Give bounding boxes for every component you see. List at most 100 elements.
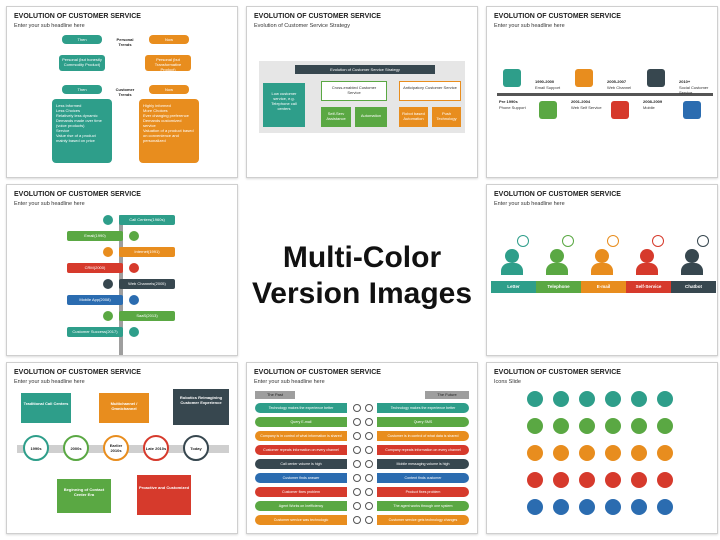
- slide-subtitle: Enter your sub headline here: [254, 379, 325, 385]
- slide-thumb-5[interactable]: EVOLUTION OF CUSTOMER SERVICE Enter your…: [486, 184, 718, 356]
- timeline-year: Pre 1990s: [499, 99, 518, 104]
- slide-thumb-6[interactable]: EVOLUTION OF CUSTOMER SERVICE Enter your…: [6, 362, 238, 534]
- timeline-label: Social Customer Service: [679, 85, 709, 95]
- slide-thumb-3[interactable]: EVOLUTION OF CUSTOMER SERVICE Enter your…: [486, 6, 718, 178]
- timeline-node: Earlier 2010s: [103, 435, 129, 461]
- signpost-icon: [129, 263, 139, 273]
- slide-thumb-7[interactable]: EVOLUTION OF CUSTOMER SERVICE Enter your…: [246, 362, 478, 534]
- top-box-1: Traditional Call Centers: [21, 393, 71, 423]
- bottom-box-2: Proactive and Customized: [137, 475, 191, 515]
- past-row: Technology makes the experience better: [255, 403, 347, 413]
- left-list-2: Relatively less dynamic: [56, 113, 98, 118]
- left-list-4: Service: [56, 128, 70, 133]
- person-body-icon: [546, 263, 568, 275]
- future-row: Query SMS: [377, 417, 469, 427]
- slide-thumb-2[interactable]: EVOLUTION OF CUSTOMER SERVICE Evolution …: [246, 6, 478, 178]
- slide-thumb-8[interactable]: EVOLUTION OF CUSTOMER SERVICE Icons Slid…: [486, 362, 718, 534]
- slide-title: EVOLUTION OF CUSTOMER SERVICE: [254, 369, 381, 376]
- past-row: Query E-mail: [255, 417, 347, 427]
- timeline-icon: [647, 69, 665, 87]
- icon-circle: [553, 472, 569, 488]
- timeline-year: 2010+: [679, 79, 691, 84]
- icon-circle: [527, 391, 543, 407]
- signpost-sign: CRM(2000): [67, 263, 123, 273]
- past-row: Call center volume is high: [255, 459, 347, 469]
- person-head-icon: [595, 249, 609, 263]
- slide-subtitle: Evolution of Customer Service Strategy: [254, 23, 350, 29]
- row-icon: [365, 502, 373, 510]
- future-header: The Future: [425, 391, 469, 399]
- person-body-icon: [591, 263, 613, 275]
- icon-circle: [579, 418, 595, 434]
- timeline-node: 1990s: [23, 435, 49, 461]
- row-icon: [353, 404, 361, 412]
- timeline-label: Phone Support: [499, 105, 526, 110]
- slide-subtitle: Enter your sub headline here: [14, 201, 85, 207]
- row-icon: [365, 418, 373, 426]
- strategy-header: Evolution of Customer Service Strategy: [295, 65, 435, 74]
- strategy-box-3: Anticipatory Customer Service: [399, 81, 461, 101]
- slide-subtitle: Enter your sub headline here: [14, 379, 85, 385]
- timeline-year: 2001-2004: [571, 99, 591, 104]
- past-row: Agent Works on Inefficiency: [255, 501, 347, 511]
- timeline-year: 2005-2007: [607, 79, 627, 84]
- strategy-box-2b: Automation: [355, 107, 387, 127]
- slide-title: EVOLUTION OF CUSTOMER SERVICE: [494, 191, 621, 198]
- signpost-icon: [129, 295, 139, 305]
- slide-subtitle: Enter your sub headline here: [494, 201, 565, 207]
- row-icon: [353, 460, 361, 468]
- signpost-sign: Call Centers(1960s): [119, 215, 175, 225]
- row-icon: [365, 432, 373, 440]
- bottom-box-1: Beginning of Contact Center Era: [57, 479, 111, 513]
- left-list-3: Demands made over time (voice products): [56, 118, 102, 128]
- icon-circle: [527, 472, 543, 488]
- strategy-box-2: Cross-enabled Customer Service: [321, 81, 387, 101]
- then-tag: Then: [62, 35, 102, 44]
- timeline-year: 1990-2000: [535, 79, 555, 84]
- icon-circle: [631, 391, 647, 407]
- icon-circle: [657, 418, 673, 434]
- right-list-0: Highly informed: [143, 103, 171, 108]
- timeline-label: Web Channel: [607, 85, 632, 90]
- row-icon: [365, 460, 373, 468]
- signpost-sign: Mobile App(2008): [67, 295, 123, 305]
- center-line-1: Multi-Color: [282, 241, 442, 274]
- speech-icon: [652, 235, 664, 247]
- timeline-icon: [611, 101, 629, 119]
- past-header: The Past: [255, 391, 295, 399]
- icon-circle: [527, 499, 543, 515]
- future-row: Company repeats information on every cha…: [377, 445, 469, 455]
- timeline-bar: [497, 93, 713, 96]
- row-icon: [353, 502, 361, 510]
- right-list-box: Highly informed More Choices Ever changi…: [139, 99, 199, 163]
- person-body-icon: [636, 263, 658, 275]
- step-label: Telephone: [536, 281, 581, 293]
- icon-circle: [527, 445, 543, 461]
- signpost-sign: Email(1990): [67, 231, 123, 241]
- future-row: Mobile messaging volume is high: [377, 459, 469, 469]
- slide-title: EVOLUTION OF CUSTOMER SERVICE: [14, 369, 141, 376]
- icon-circle: [579, 499, 595, 515]
- icon-circle: [553, 499, 569, 515]
- speech-icon: [562, 235, 574, 247]
- slide-thumb-4[interactable]: EVOLUTION OF CUSTOMER SERVICE Enter your…: [6, 184, 238, 356]
- left-list-0: Less Informed: [56, 103, 82, 108]
- speech-icon: [697, 235, 709, 247]
- icon-circle: [605, 472, 621, 488]
- timeline-icon: [683, 101, 701, 119]
- signpost-icon: [129, 231, 139, 241]
- icon-circle: [631, 418, 647, 434]
- future-row: Product fixes problem: [377, 487, 469, 497]
- then-tag-2: Then: [62, 85, 102, 94]
- past-row: Customer service was technologic: [255, 515, 347, 525]
- slide-subtitle: Icons Slide: [494, 379, 521, 385]
- row-icon: [353, 516, 361, 524]
- strategy-box-3b: Push Technology: [432, 107, 461, 127]
- timeline-label: Mobile: [643, 105, 655, 110]
- center-headline: Multi-Color Version Images: [246, 190, 478, 362]
- slide-thumb-1[interactable]: EVOLUTION OF CUSTOMER SERVICE Enter your…: [6, 6, 238, 178]
- future-row: Customer service gets technology changes: [377, 515, 469, 525]
- row-icon: [365, 474, 373, 482]
- future-row: The agent works through one system: [377, 501, 469, 511]
- row-icon: [353, 474, 361, 482]
